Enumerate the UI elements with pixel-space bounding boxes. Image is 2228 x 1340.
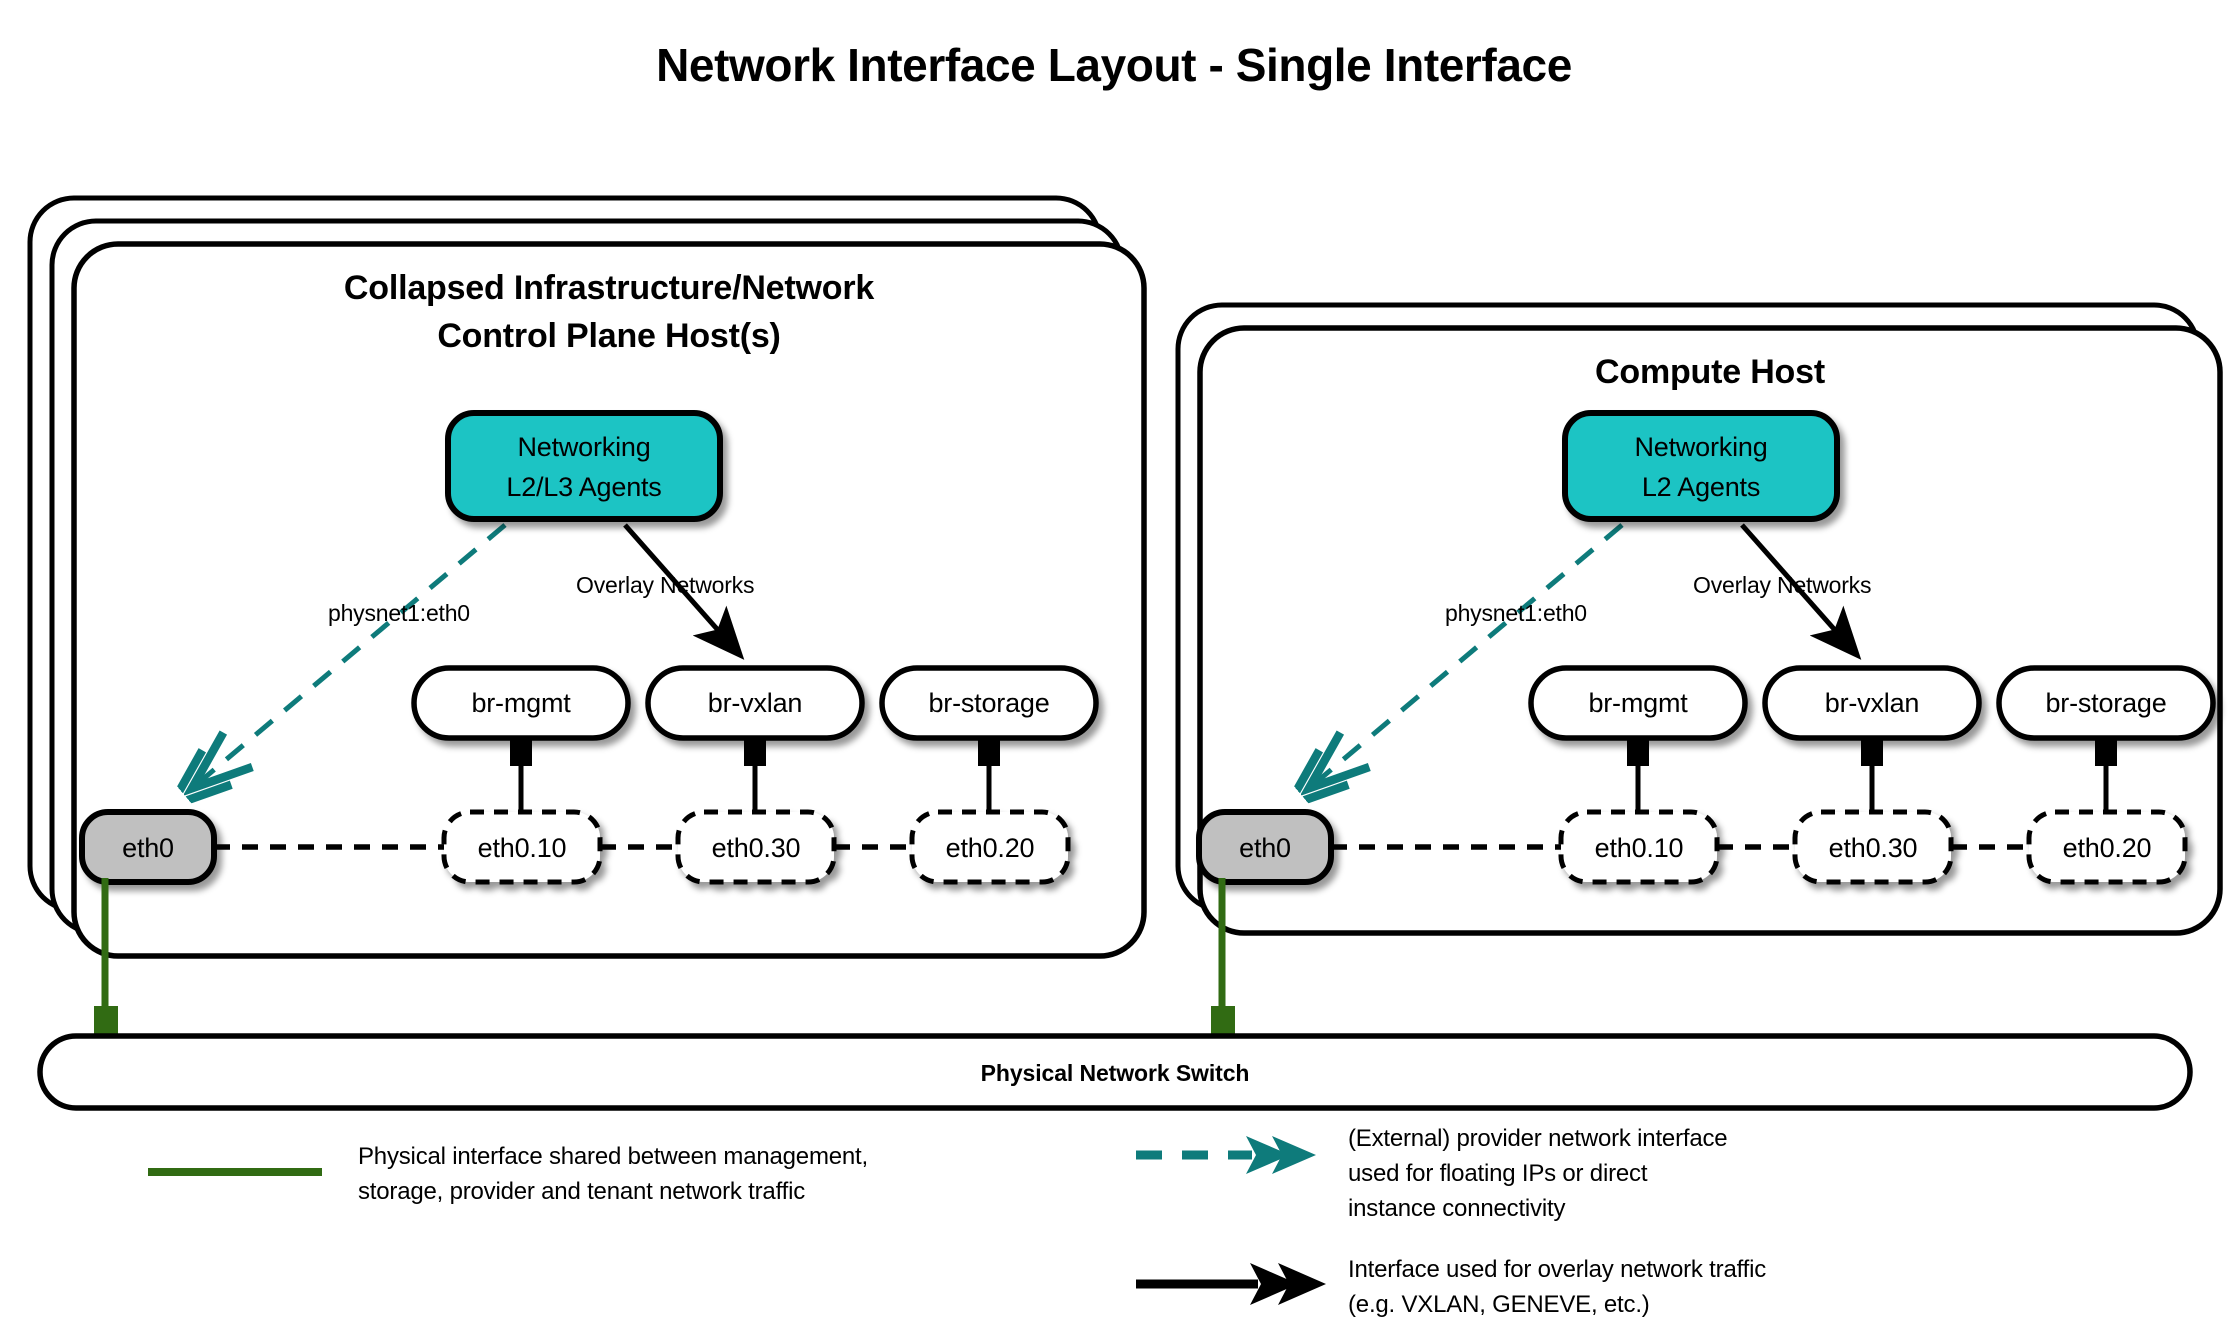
- host-title-control-plane-line1: Collapsed Infrastructure/Network: [343, 269, 875, 307]
- host-card-control-plane: [71, 241, 1147, 959]
- legend-swatch-provider-interface: [1136, 1136, 1316, 1174]
- overlay-link-label-control-plane: Overlay Networks: [576, 572, 755, 598]
- provider-link-control-plane: [190, 523, 507, 790]
- vlan-node-compute-1: [1792, 809, 1954, 885]
- legend-swatch-overlay-interface: [1136, 1263, 1326, 1305]
- legend-label-provider-interface-line3: instance connectivity: [1348, 1195, 1566, 1222]
- vlan-label-compute-2: eth0.20: [2062, 833, 2152, 863]
- provider-link-label-control-plane: physnet1:eth0: [328, 600, 470, 626]
- physical-switch-bar: [37, 1033, 2193, 1111]
- bridge-label-compute-1: br-vxlan: [1824, 688, 1920, 718]
- agent-label-control-plane-line1: Networking: [517, 432, 651, 462]
- bridge-label-control-plane-1: br-vxlan: [707, 688, 803, 718]
- legend-label-physical-interface-line2: storage, provider and tenant network tra…: [358, 1178, 806, 1205]
- agent-box-control-plane: [445, 410, 723, 522]
- legend-label-physical-interface-line1: Physical interface shared between manage…: [358, 1143, 868, 1170]
- agent-label-control-plane-line2: L2/L3 Agents: [506, 472, 662, 502]
- vlan-node-control-plane-2: [909, 809, 1071, 885]
- bridge-label-compute-0: br-mgmt: [1588, 688, 1688, 718]
- nic-node-control-plane: [79, 809, 217, 885]
- host-title-compute-line1: Compute Host: [1595, 353, 1825, 391]
- agent-label-compute-line2: L2 Agents: [1641, 472, 1761, 502]
- nic-label-compute: eth0: [1239, 833, 1291, 863]
- nic-label-control-plane: eth0: [122, 833, 174, 863]
- bridge-label-control-plane-0: br-mgmt: [471, 688, 571, 718]
- agent-box-compute: [1562, 410, 1840, 522]
- nic-node-compute: [1196, 809, 1334, 885]
- overlay-link-control-plane: [623, 523, 745, 660]
- page-title: Network Interface Layout - Single Interf…: [656, 39, 1572, 91]
- provider-link-compute: [1307, 523, 1624, 790]
- legend-label-provider-interface-line1: (External) provider network interface: [1348, 1125, 1728, 1152]
- agent-label-compute-line1: Networking: [1634, 432, 1768, 462]
- bridge-label-compute-2: br-storage: [2045, 688, 2167, 718]
- host-title-control-plane-line2: Control Plane Host(s): [437, 317, 781, 355]
- legend-label-overlay-interface-line1: Interface used for overlay network traff…: [1348, 1256, 1767, 1283]
- vlan-label-control-plane-1: eth0.30: [711, 833, 801, 863]
- host-card-compute: [1197, 325, 2223, 936]
- vlan-node-compute-2: [2026, 809, 2188, 885]
- legend-label-provider-interface-line2: used for floating IPs or direct: [1348, 1160, 1648, 1187]
- overlay-link-label-compute: Overlay Networks: [1693, 572, 1872, 598]
- vlan-label-control-plane-2: eth0.20: [945, 833, 1035, 863]
- vlan-label-compute-1: eth0.30: [1828, 833, 1918, 863]
- vlan-label-control-plane-0: eth0.10: [477, 833, 567, 863]
- vlan-node-control-plane-0: [441, 809, 603, 885]
- physical-switch-label: Physical Network Switch: [980, 1060, 1250, 1086]
- vlan-node-compute-0: [1558, 809, 1720, 885]
- vlan-node-control-plane-1: [675, 809, 837, 885]
- bridge-label-control-plane-2: br-storage: [928, 688, 1050, 718]
- vlan-label-compute-0: eth0.10: [1594, 833, 1684, 863]
- provider-link-label-compute: physnet1:eth0: [1445, 600, 1587, 626]
- overlay-link-compute: [1740, 523, 1862, 660]
- legend-label-overlay-interface-line2: (e.g. VXLAN, GENEVE, etc.): [1348, 1291, 1650, 1318]
